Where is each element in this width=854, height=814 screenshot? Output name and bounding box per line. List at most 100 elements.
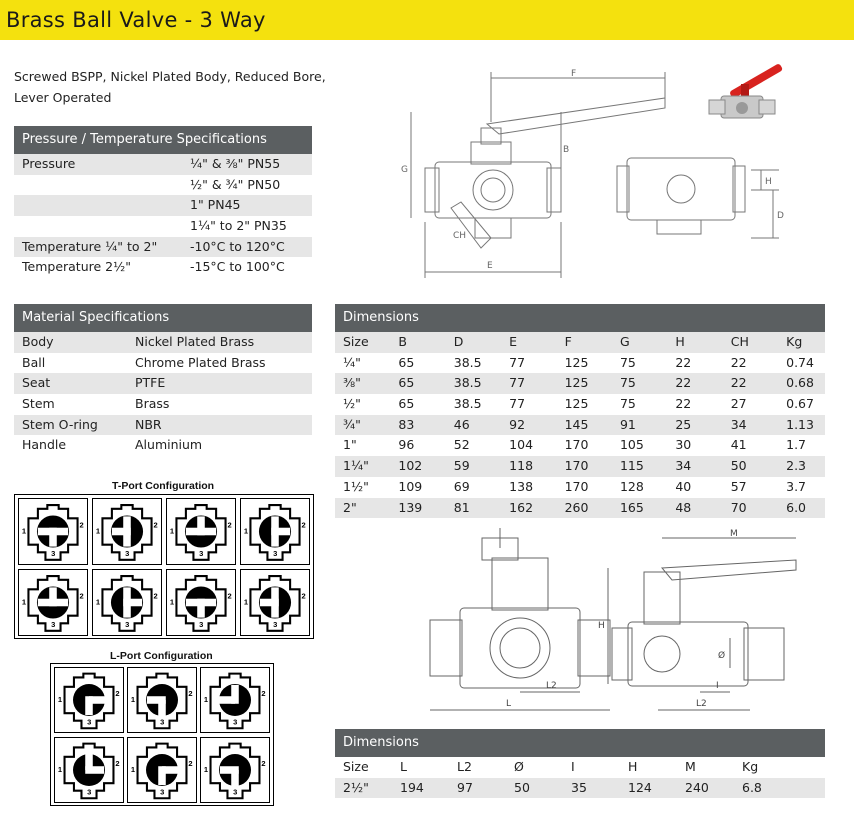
dimension-label: L2	[696, 699, 707, 709]
dimension-label: E	[487, 261, 493, 271]
port-number: 2	[188, 689, 192, 698]
port-number: 2	[227, 592, 231, 601]
port-number: 3	[125, 549, 129, 558]
table-cell: ½"	[343, 396, 361, 412]
port-number: 3	[233, 787, 237, 796]
dimension-label: G	[401, 165, 408, 175]
valve-port-icon: 123	[244, 504, 306, 561]
table-cell: 1¼"	[343, 458, 369, 474]
table-cell: 145	[564, 416, 589, 432]
table-cell: 1.13	[786, 416, 814, 432]
table-cell: 125	[564, 354, 589, 370]
valve-port-icon: 1 2 3	[204, 672, 266, 730]
valve-port-icon: 123	[22, 504, 84, 561]
row-label	[22, 175, 190, 196]
port-number: 1	[204, 695, 208, 704]
port-number: 2	[227, 521, 231, 530]
row-label: Temperature ¼" to 2"	[22, 238, 158, 254]
table-cell: 48	[675, 499, 692, 515]
port-number: 2	[261, 689, 265, 698]
column-header: D	[453, 334, 464, 349]
port-number: 2	[301, 592, 305, 601]
row-value: PTFE	[135, 375, 166, 391]
row-value: Brass	[135, 396, 170, 412]
port-number: 3	[273, 620, 277, 629]
port-number: 2	[153, 521, 157, 530]
table-cell: 65	[398, 354, 415, 370]
table-cell: 30	[675, 437, 692, 453]
table-cell: 194	[400, 779, 424, 795]
valve-port-icon: 123	[58, 672, 120, 730]
table-cell: 3.7	[786, 478, 807, 494]
port-number: 3	[51, 620, 55, 629]
row-label: Temperature 2½"	[22, 259, 131, 275]
port-number: 3	[199, 620, 203, 629]
row-label: Ball	[22, 354, 46, 370]
column-header: L	[400, 759, 407, 774]
table-cell: 34	[675, 458, 692, 474]
table-cell: ⅜"	[343, 375, 361, 391]
table-cell: 97	[457, 779, 473, 795]
table-cell: 75	[619, 375, 636, 391]
table-cell: 260	[564, 499, 589, 515]
port-number: 1	[58, 765, 62, 774]
table-cell: 77	[509, 396, 526, 412]
table-cell: ¾"	[343, 416, 361, 432]
port-number: 3	[233, 717, 237, 726]
row-value: NBR	[135, 416, 162, 432]
table-cell: 162	[509, 499, 534, 515]
table-cell: 75	[619, 396, 636, 412]
table-cell: 91	[619, 416, 636, 432]
table-cell: 22	[675, 375, 692, 391]
row-value: 1¼" to 2" PN35	[190, 218, 287, 234]
row-label: Stem O-ring	[22, 416, 98, 432]
column-header: Kg	[786, 334, 803, 349]
table-cell: 170	[564, 458, 589, 474]
table-cell: 22	[675, 396, 692, 412]
column-header: L2	[457, 759, 472, 774]
port-number: 1	[131, 695, 135, 704]
port-number: 3	[199, 549, 203, 558]
port-number: 2	[115, 759, 119, 768]
valve-port-icon: 123	[22, 575, 84, 632]
valve-port-icon: 123	[131, 672, 193, 730]
table-cell: 0.68	[786, 375, 814, 391]
valve-port-icon: 123	[96, 575, 158, 632]
table-cell: 59	[453, 458, 470, 474]
port-number: 1	[96, 526, 100, 535]
valve-port-icon: 123	[58, 742, 120, 800]
page-title: Brass Ball Valve - 3 Way	[6, 8, 266, 32]
port-number: 1	[170, 597, 174, 606]
table-cell: 25	[675, 416, 692, 432]
table-cell: 109	[398, 478, 423, 494]
table-cell: 65	[398, 396, 415, 412]
pressure-table-header: Pressure / Temperature Specifications	[14, 126, 312, 154]
dimension-label: H	[765, 177, 772, 187]
table-cell: 125	[564, 375, 589, 391]
table-cell: 92	[509, 416, 526, 432]
row-value: ¼" & ⅜" PN55	[190, 156, 281, 171]
table-cell: ¼"	[343, 354, 361, 370]
port-number: 3	[160, 787, 164, 796]
row-label: Handle	[22, 437, 67, 453]
table-cell: 2"	[343, 499, 357, 515]
table-cell: 102	[398, 458, 423, 474]
valve-port-icon: 123	[204, 742, 266, 800]
row-label	[22, 195, 190, 216]
